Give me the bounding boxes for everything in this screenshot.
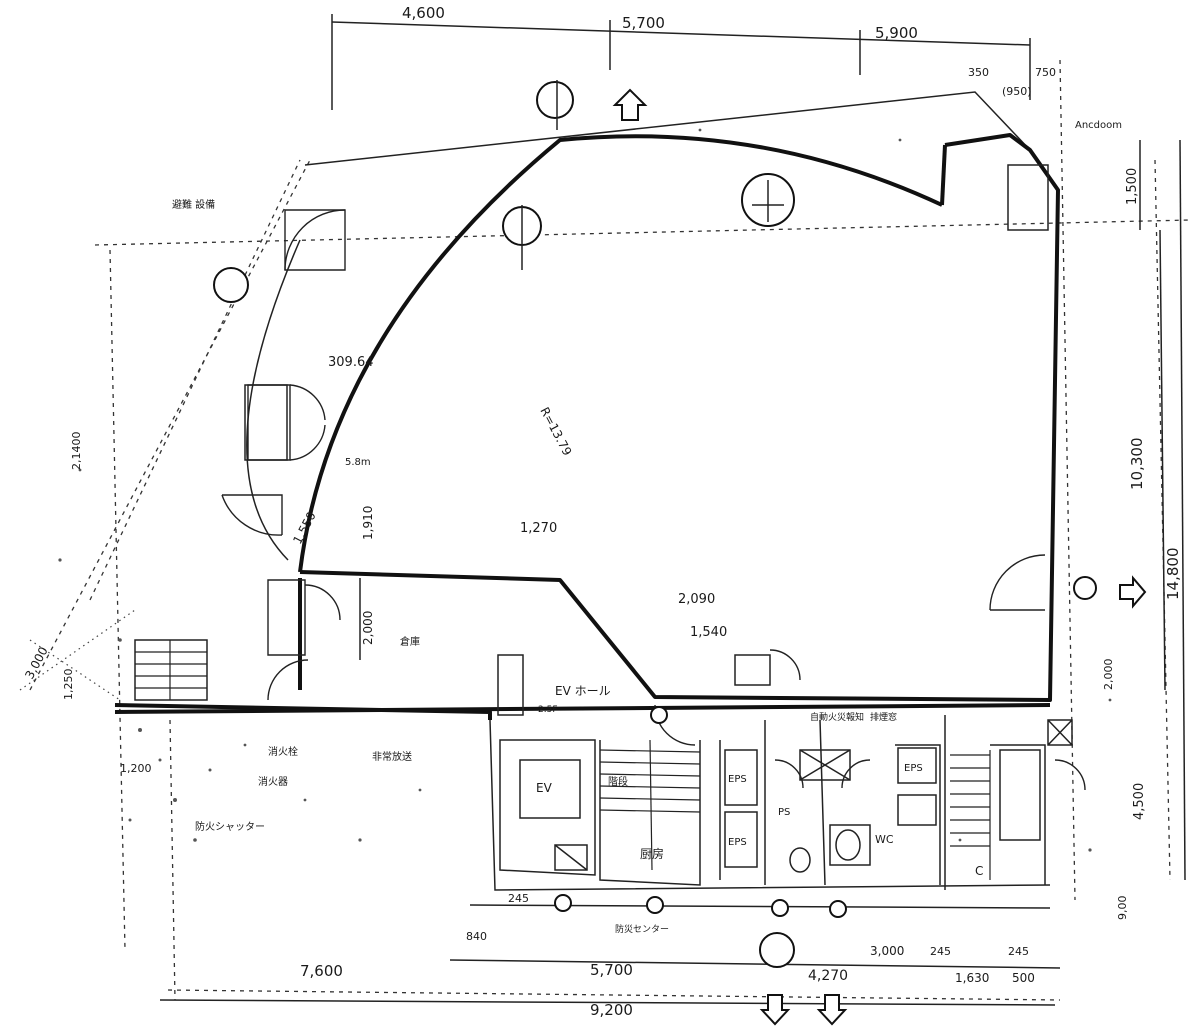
label-eps-1: EPS: [728, 774, 747, 785]
dim-top-2: 5,700: [622, 14, 665, 32]
label-storage: 倉庫: [400, 635, 420, 648]
label-ev: EV: [536, 781, 553, 795]
dim-left-2: 3,000: [22, 644, 50, 681]
door-swings: [221, 209, 1086, 791]
dim-bottom-3: 4,270: [808, 968, 848, 984]
dim-right-1: 1,500: [1125, 168, 1140, 205]
dim-top-small-1: 350: [968, 66, 989, 79]
dim-right-6: 2,000: [1102, 659, 1115, 691]
label-ps: PS: [778, 807, 790, 818]
dim-right-3: 14,800: [1164, 548, 1182, 601]
scan-noise: [58, 128, 1112, 852]
dim-inner-5: 2,000: [361, 611, 375, 645]
annotation-2: 消火栓: [268, 745, 298, 758]
dim-inner-7: 1,540: [690, 625, 727, 640]
label-eps-2: EPS: [728, 837, 747, 848]
annotation-5: 防火シャッター: [195, 820, 265, 833]
stairs-exterior: [134, 639, 208, 701]
stairs-right: [950, 750, 991, 880]
dim-left-3: 1,250: [62, 669, 75, 701]
label-stair: 階段: [608, 775, 628, 788]
dim-bottom-6: 9,200: [590, 1001, 633, 1019]
annotation-4: 非常放送: [372, 750, 412, 763]
tree-symbol-2: [502, 205, 542, 270]
dim-top-1: 4,600: [402, 4, 445, 22]
compass-rose: [741, 173, 795, 227]
fixtures: [244, 164, 1073, 873]
stairs-left: [599, 739, 701, 871]
dim-left-4: 1,200: [120, 762, 152, 775]
tree-symbol-1: [536, 80, 574, 130]
dim-bottom-inner-2: 840: [466, 930, 487, 943]
dim-inner-6: 2,090: [678, 592, 715, 607]
walls: [114, 91, 1060, 909]
dim-bottom-inner-3: 3,000: [870, 944, 904, 958]
dim-bottom-inner-1: 245: [508, 892, 529, 905]
annotation-6: 自動火災報知: [810, 711, 864, 723]
dim-inner-8: R=13.79: [537, 405, 574, 458]
label-eps-3: EPS: [904, 763, 923, 774]
label-kitchen: 厨房: [640, 846, 664, 861]
label-wc: WC: [875, 833, 894, 846]
dim-right-2: 10,300: [1128, 438, 1146, 491]
dim-inner-3: 1,910: [361, 506, 375, 540]
tree-symbol-4: [759, 932, 795, 968]
dim-bottom-inner-5: 245: [1008, 945, 1029, 958]
annotation-8: Ancdoom: [1075, 120, 1122, 131]
dimension-lines: [19, 14, 1191, 1006]
dim-top-3: 5,900: [875, 24, 918, 42]
label-c: C: [975, 864, 983, 878]
dim-top-small-3: (950): [1002, 85, 1032, 98]
annotation-10: 5.8m: [345, 457, 371, 468]
fire-hydrant-symbols: [554, 576, 1097, 918]
annotation-3: 消火器: [258, 775, 288, 788]
dim-bottom-5: 500: [1012, 971, 1035, 985]
dim-bottom-inner-4: 245: [930, 945, 951, 958]
dim-bottom-1: 7,600: [300, 962, 343, 980]
dim-inner-4: 1,550: [290, 509, 318, 546]
dim-bottom-2: 5,700: [590, 961, 633, 979]
entrance-arrow-icon: [612, 88, 1147, 1026]
dim-bottom-4: 1,630: [955, 971, 989, 985]
dim-inner-1: 309.64: [328, 355, 374, 370]
dim-inner-2: 1,270: [520, 521, 557, 536]
annotation-1: 避難 設備: [172, 198, 215, 211]
label-ev-hall: EV ホール: [555, 684, 611, 698]
annotation-9: 2.5F: [538, 705, 558, 715]
label-bottom: 防災センター: [615, 923, 669, 935]
dim-top-small-2: 750: [1035, 66, 1056, 79]
tree-symbol-3: [213, 267, 249, 303]
dim-right-4: 4,500: [1132, 783, 1147, 820]
dim-right-5: 9,00: [1116, 896, 1129, 921]
annotation-7: 排煙窓: [870, 711, 897, 723]
dim-left-1: 2,1400: [70, 432, 83, 471]
